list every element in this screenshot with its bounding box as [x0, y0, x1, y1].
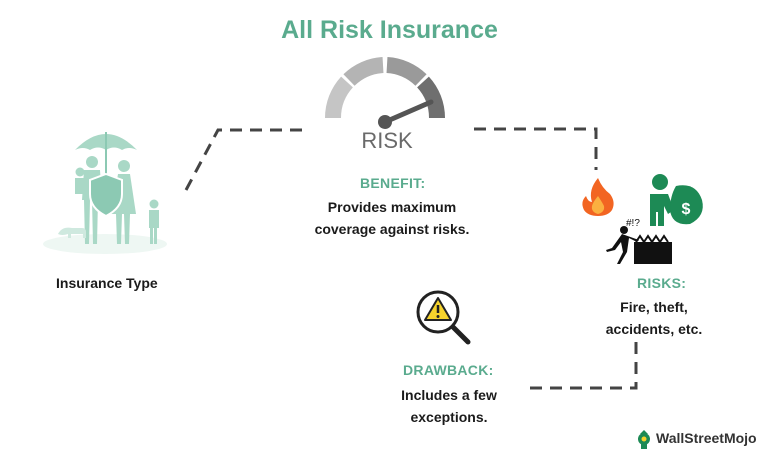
risks-line: Fire, theft,	[620, 299, 688, 315]
brand-name[interactable]: WallStreetMojo	[656, 430, 757, 446]
risks-line: accidents, etc.	[605, 321, 703, 337]
svg-text:#!?: #!?	[626, 218, 640, 229]
thief-icon: $	[650, 174, 703, 226]
drawback-line: exceptions.	[410, 409, 488, 425]
family-umbrella-icon	[43, 132, 167, 254]
benefit-description: Provides maximum coverage against risks.	[292, 196, 492, 240]
drawback-heading: DRAWBACK:	[403, 362, 494, 378]
insurance-type-label: Insurance Type	[56, 275, 158, 291]
drawback-description: Includes a few exceptions.	[374, 384, 524, 428]
brand-logo-icon	[638, 430, 650, 449]
fire-icon	[582, 178, 614, 216]
drawback-line: Includes a few	[401, 387, 497, 403]
benefit-heading: BENEFIT:	[360, 175, 426, 191]
benefit-line: Provides maximum	[327, 199, 457, 215]
svg-text:$: $	[682, 201, 691, 218]
risks-description: Fire, theft, accidents, etc.	[574, 296, 734, 340]
risks-heading: RISKS:	[637, 275, 687, 291]
risk-gauge-icon	[324, 57, 446, 129]
diagram-title: All Risk Insurance	[281, 16, 498, 44]
accident-icon: #!?	[606, 218, 672, 264]
benefit-line: coverage against risks.	[314, 221, 470, 237]
warning-magnifier-icon	[416, 290, 471, 345]
gauge-label: RISK	[361, 128, 413, 153]
